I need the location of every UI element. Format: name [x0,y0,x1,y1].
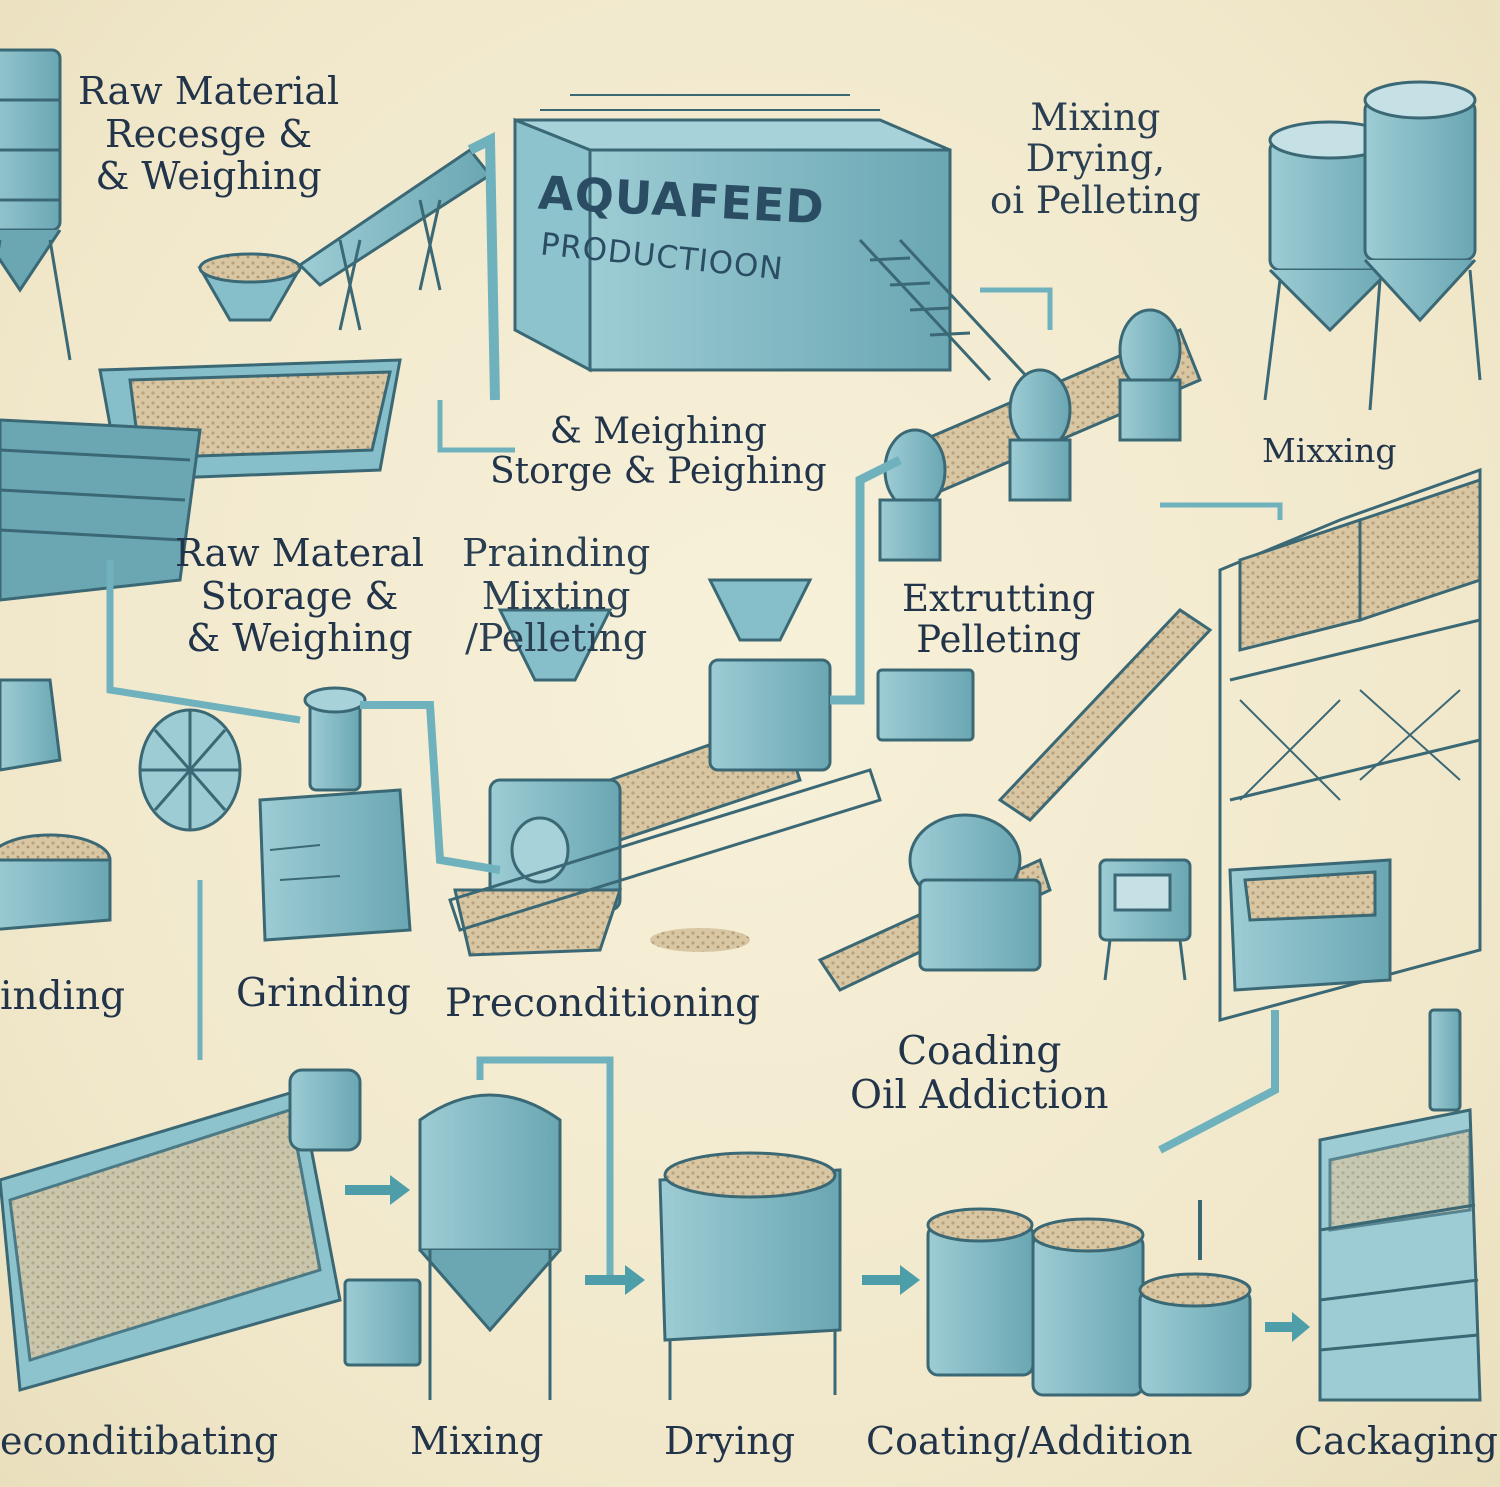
arrow-right-icon [862,1265,920,1295]
bottom-mixing-silo [343,1056,614,1400]
extruder-top [878,308,1202,562]
label-line: Storage & [200,573,399,618]
label-line: Mixting [481,573,631,618]
label-grinding-left: inding [0,974,126,1019]
grinder-machine [258,686,412,942]
pipe-right [1160,502,1283,520]
pipe-left [106,560,301,724]
step-label: econditibating [0,1419,279,1463]
label-line: & Meighing [549,411,767,452]
receiving-hopper [197,131,500,401]
label-line: Pelleting [916,618,1082,662]
label-line: & Weighing [95,154,322,199]
step-label: Cackaging [1294,1419,1498,1463]
label-line: Oil Addiction [850,1072,1109,1118]
receiving-bin [0,358,402,602]
label-line: & Weighing [186,616,413,661]
bag-feeder [0,678,112,931]
label-mixing-drying: Mixing Drying, oi Pelleting [990,96,1201,222]
conditioner-tower [707,455,903,772]
label-storage-weighing: & Meighing Storge & Peighing [490,411,827,493]
pipe-mid [437,400,515,453]
coating-drums [926,1200,1252,1397]
label-line: Extrutting [902,577,1096,620]
label-grinding-mixing: Prainding Mixting /Pelleting [462,532,650,660]
arrow-right-icon [1265,1312,1310,1342]
feed-pile [650,928,750,952]
inclined-conveyor [817,608,1213,992]
label-coating-oil: Coading Oil Addiction [850,1030,1108,1117]
label-raw-receiving: Raw Material Recesge & & Weighing [78,70,339,198]
label-mixing-top-right: Mixxing [1262,431,1397,470]
label-line: Prainding [462,531,651,575]
control-panel [1098,858,1192,981]
bottom-dryer [658,1151,842,1400]
fan-wheel [138,708,242,832]
label-line: Storge & Peighing [490,451,827,493]
label-line: Mixing [1030,96,1161,139]
arrow-right-icon [345,1175,410,1205]
packaging-rack [1318,1008,1482,1402]
label-line: oi Pelleting [990,178,1201,222]
step-label: Drying [664,1419,796,1463]
label-line: Coading [897,1029,1062,1074]
label-line: Raw Material [78,69,340,113]
label-preconditioning: Preconditioning [445,981,761,1026]
arrow-right-icon [585,1265,645,1295]
label-line: Raw Materal [175,531,425,575]
small-cabinet [876,668,975,742]
label-line: Drying, [1025,137,1166,181]
aquafeed-production-box [513,94,1032,382]
step-label: Mixing [410,1419,544,1463]
label-line: Recesge & [105,111,313,156]
silos-top-right [1263,80,1482,411]
bottom-preconditioner [0,1068,362,1392]
label-raw-storage: Raw Materal Storage & & Weighing [175,532,424,660]
dryer-pipe [1158,1010,1279,1154]
silo-top-left [0,48,72,361]
label-line: /Pelleting [465,616,648,661]
label-grinding-center: Grinding [236,971,411,1016]
pipe-grinder [360,701,501,874]
step-label: Coating/Addition [866,1419,1193,1463]
dryer-frame [1218,467,1482,1022]
label-extruding: Extrutting Pelleting [902,578,1095,661]
pipe-box [980,287,1053,330]
